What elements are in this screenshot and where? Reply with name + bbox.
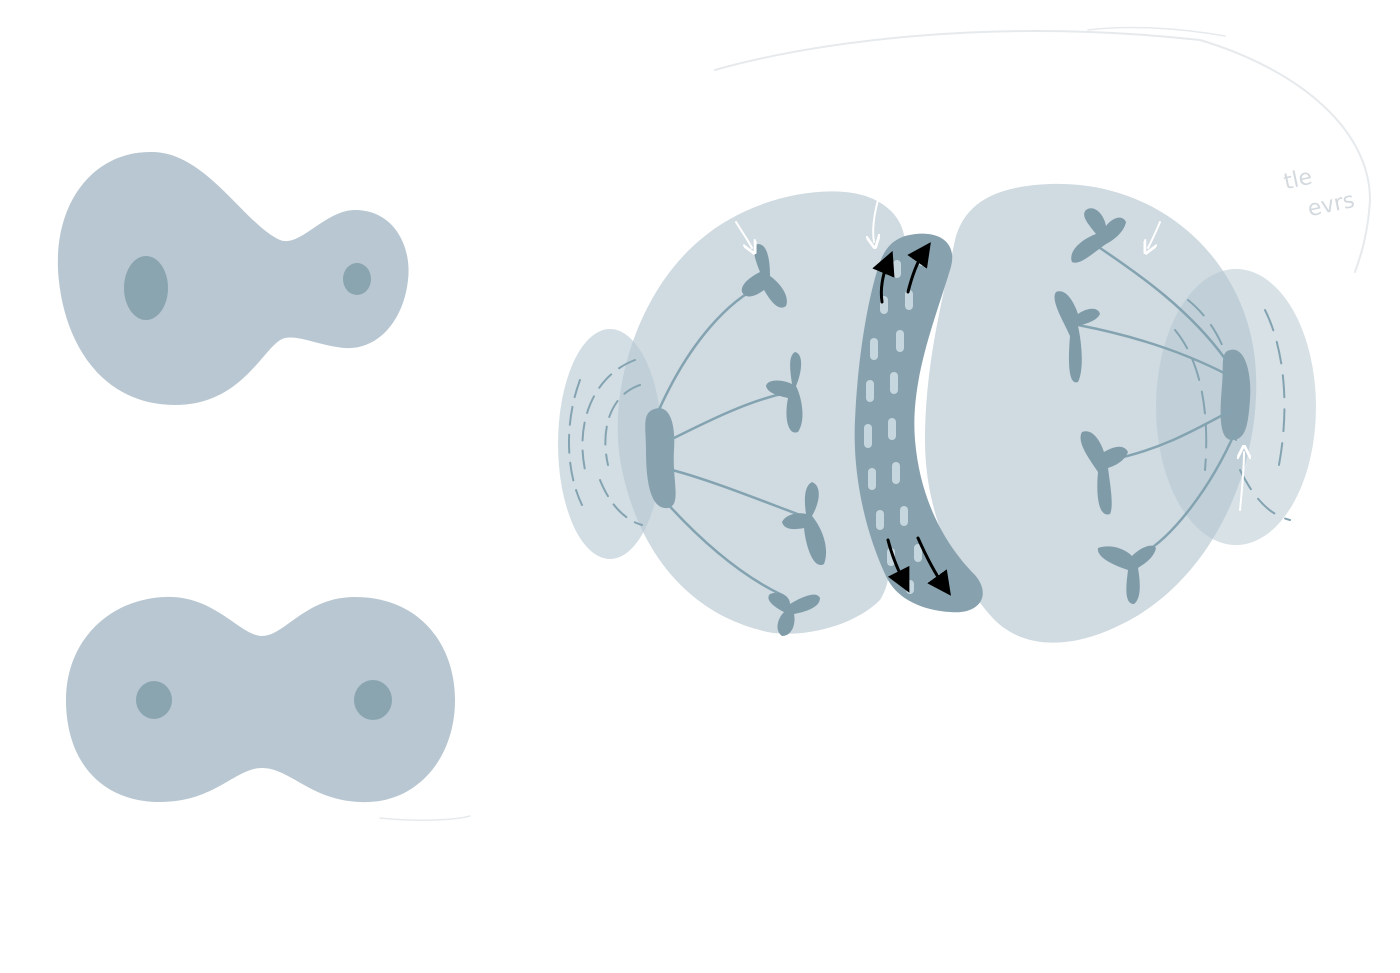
guide-arrow-icon xyxy=(1240,452,1244,511)
force-arrow-icon xyxy=(872,250,895,304)
cell-body xyxy=(57,151,409,405)
chromosome xyxy=(766,352,803,433)
chromosome xyxy=(768,592,820,636)
guide-arrow-icon xyxy=(873,199,878,242)
guide-arrow-icon xyxy=(735,221,752,248)
spindle-fibers xyxy=(656,246,1238,597)
chromosome xyxy=(741,244,787,308)
daughter-cell-left xyxy=(617,191,905,634)
guide-arrows xyxy=(735,199,1244,511)
chromosome xyxy=(1097,545,1156,604)
cell-symmetric xyxy=(66,596,455,803)
spindle-pole-left xyxy=(645,408,676,509)
contractile-ring xyxy=(854,233,983,613)
chromosomes xyxy=(741,208,1156,636)
nucleus xyxy=(124,256,168,320)
sketch-annotation-line-1: tle xyxy=(1282,165,1315,195)
spindle-pole-right xyxy=(1220,349,1251,440)
nucleus xyxy=(354,680,392,720)
force-arrows xyxy=(872,242,951,596)
chromosome xyxy=(1054,291,1100,383)
force-arrow-icon xyxy=(886,538,910,593)
chromosome xyxy=(782,482,827,566)
force-arrow-icon xyxy=(916,536,951,596)
chromosome xyxy=(1071,208,1126,263)
nucleus xyxy=(343,263,371,295)
cell-body xyxy=(66,596,455,803)
cell-dividing xyxy=(558,183,1316,643)
halo-arcs-left xyxy=(568,359,643,526)
cell-asymmetric xyxy=(57,151,409,405)
nucleus xyxy=(136,681,172,719)
force-arrow-icon xyxy=(906,242,931,294)
chromosome xyxy=(1080,431,1128,515)
guide-arrow-icon xyxy=(1148,221,1161,248)
sketch-annotation-line-2: evrs xyxy=(1306,188,1357,222)
sketch-lines xyxy=(379,26,1372,821)
